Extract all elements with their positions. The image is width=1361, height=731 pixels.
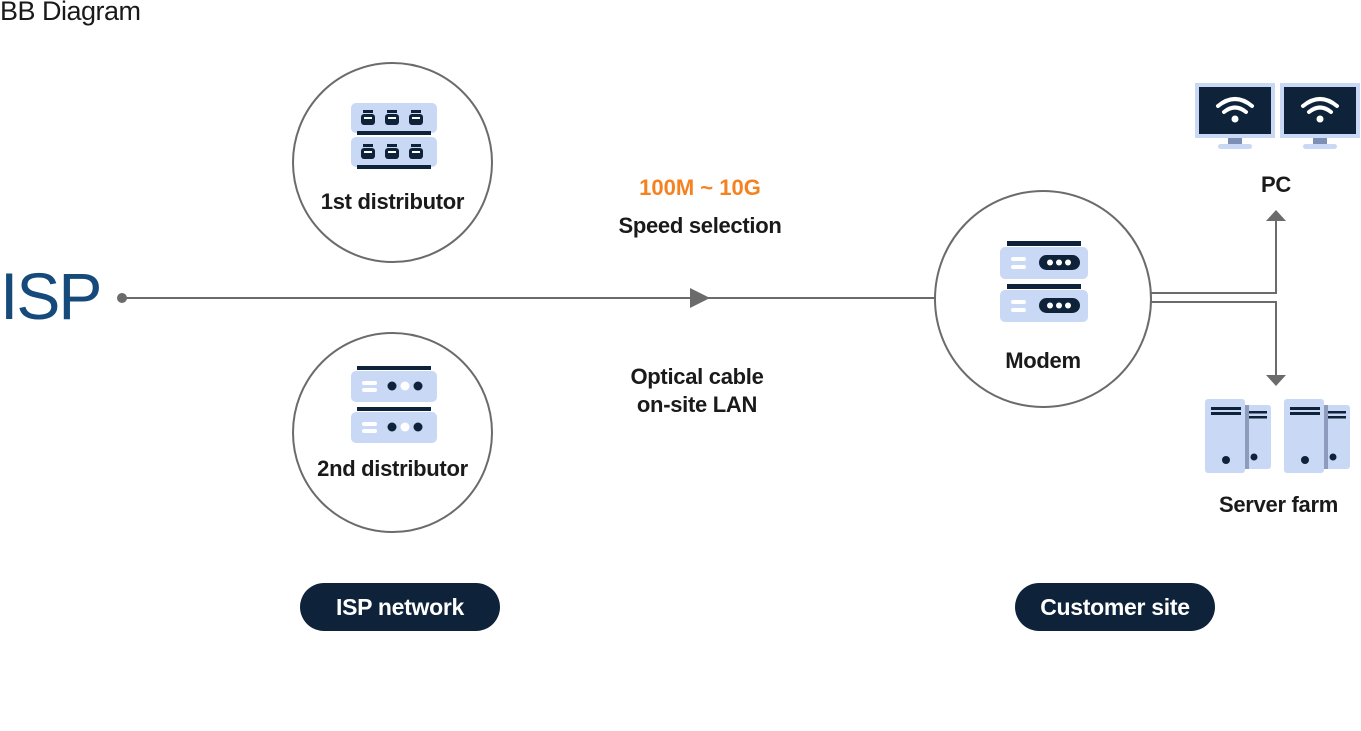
distributor-2-node: 2nd distributor bbox=[292, 332, 493, 533]
distributor-1-label: 1st distributor bbox=[320, 189, 465, 214]
wifi-monitor-icon bbox=[1195, 83, 1275, 149]
switch-rack-icon bbox=[351, 103, 437, 169]
server-tower-icon bbox=[1205, 399, 1271, 473]
modem-icon bbox=[1000, 241, 1088, 322]
pc-label: PC bbox=[1261, 172, 1291, 197]
pc-arrow-icon bbox=[1266, 210, 1286, 221]
speed-caption: Speed selection bbox=[618, 213, 782, 238]
server-rack-icon bbox=[351, 366, 437, 443]
modem-label: Modem bbox=[1005, 348, 1081, 373]
medium-line-2: on-site LAN bbox=[636, 392, 758, 417]
isp-label: ISP bbox=[0, 259, 102, 333]
modem-node: Modem bbox=[934, 190, 1152, 408]
page-title: BB Diagram bbox=[0, 0, 141, 26]
speed-range: 100M ~ 10G bbox=[639, 175, 761, 200]
customer-site-badge: Customer site bbox=[1015, 583, 1215, 631]
server-farm-label: Server farm bbox=[1219, 492, 1338, 517]
wifi-monitor-icon bbox=[1280, 83, 1360, 149]
server-arrow-icon bbox=[1266, 375, 1286, 386]
link-arrow-icon bbox=[690, 288, 710, 308]
isp-network-badge: ISP network bbox=[300, 583, 500, 631]
medium-line-1: Optical cable bbox=[630, 364, 764, 389]
distributor-2-label: 2nd distributor bbox=[317, 456, 468, 481]
server-tower-icon bbox=[1284, 399, 1350, 473]
distributor-1-node: 1st distributor bbox=[292, 62, 493, 263]
